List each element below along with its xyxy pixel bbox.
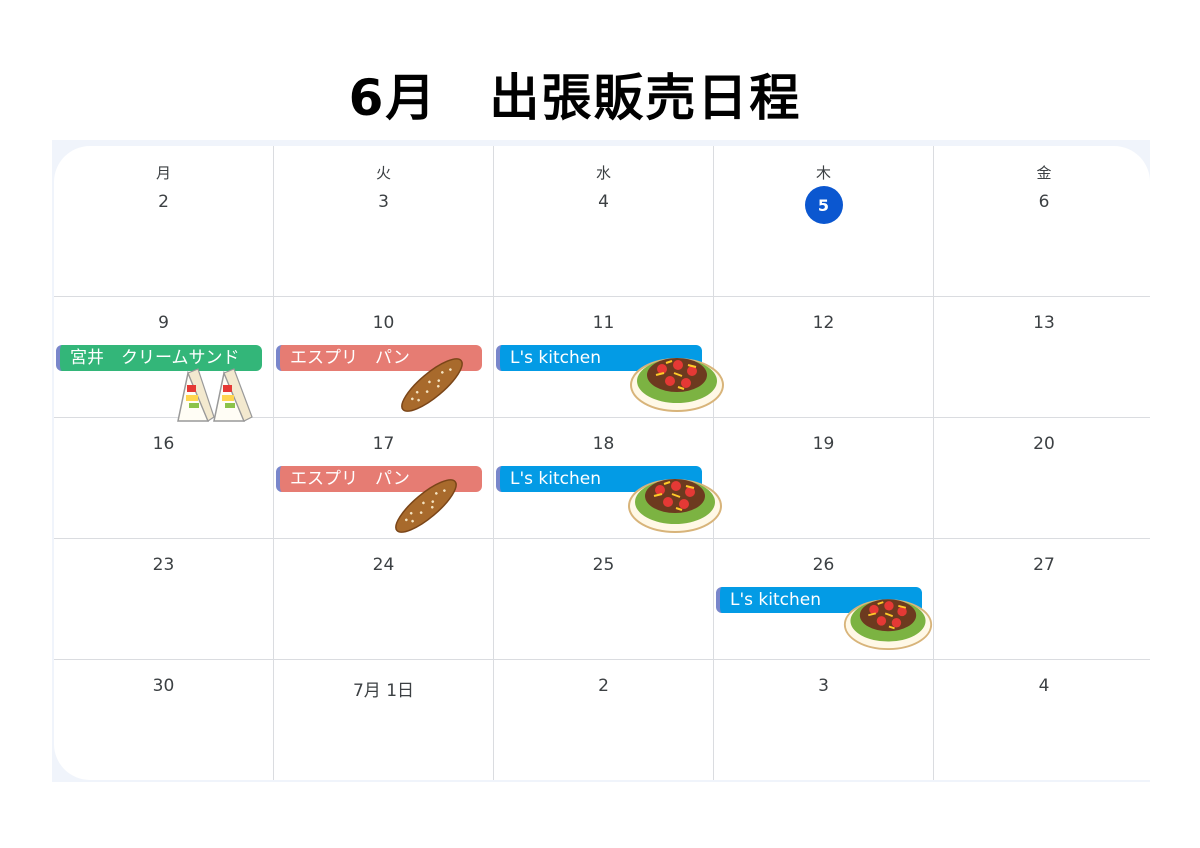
day-cell[interactable]: 7月 1日 [274, 660, 494, 780]
day-number[interactable]: 18 [592, 434, 615, 454]
day-cell[interactable]: 木 5 [714, 146, 934, 297]
day-number[interactable]: 24 [372, 555, 395, 575]
day-cell[interactable]: 30 [54, 660, 274, 780]
day-cell[interactable]: 13 [934, 297, 1150, 418]
day-number[interactable]: 17 [372, 434, 395, 454]
day-cell[interactable]: 18 L's kitchen [494, 418, 722, 539]
day-number[interactable]: 27 [1033, 555, 1055, 575]
weekday-label: 水 [595, 164, 611, 182]
weekday-label: 木 [815, 164, 831, 182]
event-chip[interactable]: 宮井 クリームサンド [56, 345, 262, 371]
calendar-frame: 月 2 火 3 水 4 木 5 金 6 9 宮井 クリームサンド [52, 140, 1150, 782]
day-number[interactable]: 25 [592, 555, 615, 575]
day-number[interactable]: 13 [1033, 313, 1055, 333]
day-cell[interactable]: 9 宮井 クリームサンド [54, 297, 274, 422]
day-number[interactable]: 4 [598, 192, 609, 212]
day-cell[interactable]: 11 L's kitchen [494, 297, 724, 418]
day-number[interactable]: 6 [1038, 192, 1050, 212]
day-number[interactable]: 12 [812, 313, 835, 333]
day-cell[interactable]: 16 [54, 418, 274, 539]
day-cell[interactable]: 2 [494, 660, 714, 780]
day-number[interactable]: 23 [152, 555, 175, 575]
calendar-grid: 月 2 火 3 水 4 木 5 金 6 9 宮井 クリームサンド [54, 146, 1150, 780]
taco-rice-icon [843, 599, 933, 650]
day-number[interactable]: 2 [158, 192, 169, 212]
day-number[interactable]: 30 [152, 676, 175, 696]
taco-rice-icon [628, 479, 722, 533]
day-number[interactable]: 26 [812, 555, 835, 575]
day-cell[interactable]: 10 エスプリ パン [274, 297, 494, 418]
day-cell[interactable]: 火 3 [274, 146, 494, 297]
day-cell[interactable]: 12 [714, 297, 934, 418]
bread-icon [401, 358, 463, 412]
day-cell[interactable]: 27 [934, 539, 1150, 660]
day-number[interactable]: 10 [372, 313, 395, 333]
day-cell[interactable]: 月 2 [54, 146, 274, 297]
day-cell[interactable]: 3 [714, 660, 934, 780]
taco-rice-icon [630, 358, 724, 412]
weekday-label: 金 [1036, 164, 1052, 182]
day-cell[interactable]: 23 [54, 539, 274, 660]
sandwich-icon [177, 368, 253, 422]
day-number[interactable]: 3 [818, 676, 829, 696]
day-number[interactable]: 2 [598, 676, 609, 696]
day-cell[interactable]: 19 [714, 418, 934, 539]
day-cell[interactable]: 24 [274, 539, 494, 660]
day-cell[interactable]: 20 [934, 418, 1150, 539]
day-cell[interactable]: 4 [934, 660, 1150, 780]
day-number[interactable]: 9 [158, 313, 169, 333]
weekday-label: 月 [155, 164, 171, 182]
day-number[interactable]: 4 [1038, 676, 1050, 696]
today-day-number[interactable]: 5 [804, 186, 843, 224]
day-number[interactable]: 19 [812, 434, 835, 454]
day-number[interactable]: 11 [592, 313, 615, 333]
weekday-label: 火 [375, 164, 391, 182]
page-title: 6月 出張販売日程 [348, 69, 802, 127]
day-cell[interactable]: 17 エスプリ パン [274, 418, 494, 539]
day-cell[interactable]: 金 6 [934, 146, 1150, 297]
day-number[interactable]: 16 [152, 434, 175, 454]
bread-icon [395, 479, 457, 533]
day-cell[interactable]: 25 [494, 539, 714, 660]
calendar: 月 2 火 3 水 4 木 5 金 6 9 宮井 クリームサンド [54, 146, 1150, 780]
day-cell[interactable]: 26 L's kitchen [714, 539, 934, 660]
day-cell[interactable]: 水 4 [494, 146, 714, 297]
event-chip[interactable]: L's kitchen [496, 466, 702, 492]
day-number[interactable]: 7月 1日 [352, 681, 415, 701]
day-number[interactable]: 20 [1033, 434, 1055, 454]
day-number[interactable]: 3 [378, 192, 389, 212]
